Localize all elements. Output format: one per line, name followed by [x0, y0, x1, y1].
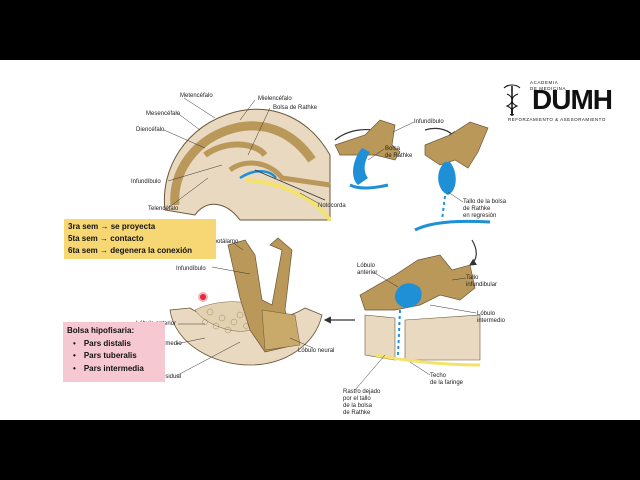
label-rastro-l2: por el tallo: [343, 396, 371, 402]
bolsa-parts-list: Pars distalis Pars tuberalis Pars interm…: [67, 338, 161, 376]
label-telencefalo: Telencéfalo: [148, 206, 179, 212]
label-tallo-infundibular-l1: Tallo: [466, 275, 479, 281]
label-lobulo-anterior-l1: Lóbulo: [357, 263, 376, 269]
label-hipotalamo: Hipotálamo: [208, 239, 239, 245]
label-tallo-bolsa-l3: en regresión: [463, 213, 496, 219]
label-techo-l2: de la faringe: [430, 380, 464, 386]
hypophysis-development-diagram: Metencéfalo Mielencéfalo Mesencéfalo Bol…: [131, 93, 507, 416]
label-infundibulo-2: Infundíbulo: [414, 119, 444, 125]
label-lobulo-anterior-l2: anterior: [357, 270, 377, 276]
label-bolsa-2-l2: de Rathke: [385, 153, 413, 159]
pointer-cursor-icon: [200, 294, 206, 300]
bolsa-title: Bolsa hipofisaria:: [67, 326, 135, 335]
label-rastro-l4: de Rathke: [343, 410, 371, 416]
label-tallo-infundibular-l2: infundibular: [466, 282, 497, 288]
arrow-icon: →: [100, 222, 109, 231]
label-infundibulo-3: Infundíbulo: [176, 266, 206, 272]
week-5-line: 5ta sem → contacto: [68, 233, 212, 245]
label-tallo-bolsa-l2: de Rathke: [463, 206, 491, 212]
bolsa-hipofisaria-box: Bolsa hipofisaria: Pars distalis Pars tu…: [63, 322, 165, 382]
week-5-text: contacto: [110, 234, 144, 243]
label-rastro-l1: Rastro dejado: [343, 389, 381, 395]
logo-tagline: REFORZAMIENTO & ASESORAMIENTO: [508, 117, 606, 122]
list-item: Pars distalis: [73, 338, 161, 351]
slide: Metencéfalo Mielencéfalo Mesencéfalo Bol…: [0, 60, 640, 420]
label-mesencefalo: Mesencéfalo: [146, 111, 181, 117]
week-6-label: 6ta sem: [68, 246, 98, 255]
label-lobulo-neural: Lóbulo neural: [298, 348, 334, 354]
week-3-text: se proyecta: [110, 222, 156, 231]
list-item: Pars tuberalis: [73, 350, 161, 363]
week-3-line: 3ra sem → se proyecta: [68, 221, 212, 233]
logo-top-line-1: ACADEMIA: [530, 80, 559, 85]
list-item: Pars intermedia: [73, 363, 161, 376]
panel-lobes: Lóbulo anterior Tallo infundibular Lóbul…: [343, 254, 506, 416]
label-diencefalo: Diencéfalo: [136, 127, 165, 133]
logo-top-line-2: DE MEDICINA: [530, 86, 567, 91]
label-techo-l1: Techo: [430, 373, 447, 379]
label-bolsa-2-l1: Bolsa: [385, 146, 401, 152]
label-notocorda: Notocorda: [318, 203, 346, 209]
logo-name: DUMH: [532, 84, 613, 115]
panel-stalk-regression: Tallo de la bolsa de Rathke en regresión: [414, 121, 507, 232]
week-5-label: 5ta sem: [68, 234, 98, 243]
caduceus-icon: [503, 84, 521, 116]
label-lobulo-intermedio-l2: intermedio: [477, 318, 506, 324]
label-metencefalo: Metencéfalo: [180, 93, 213, 99]
dumh-logo: ACADEMIA DE MEDICINA DUMH REFORZAMIENTO …: [498, 80, 640, 126]
label-infundibulo-1: Infundíbulo: [131, 179, 161, 185]
panel-rathke-pouch: Infundíbulo Bolsa de Rathke: [334, 119, 444, 190]
label-bolsa-rathke: Bolsa de Rathke: [273, 105, 318, 111]
weeks-summary-box: 3ra sem → se proyecta 5ta sem → contacto…: [64, 219, 216, 259]
week-3-label: 3ra sem: [68, 222, 99, 231]
arrow-icon: →: [100, 246, 109, 255]
label-tallo-bolsa-l1: Tallo de la bolsa: [463, 199, 507, 205]
label-rastro-l3: de la bolsa: [343, 403, 373, 409]
week-6-text: degenera la conexión: [110, 246, 193, 255]
week-6-line: 6ta sem → degenera la conexión: [68, 245, 212, 257]
panel-embryo-head: Metencéfalo Mielencéfalo Mesencéfalo Bol…: [131, 93, 346, 222]
label-mielencefalo: Mielencéfalo: [258, 96, 292, 102]
label-lobulo-intermedio-l1: Lóbulo: [477, 311, 496, 317]
panel-mature-hypophysis: Hipotálamo Infundíbulo Lóbulo anterior L…: [134, 237, 334, 380]
arrow-icon: →: [100, 234, 109, 243]
